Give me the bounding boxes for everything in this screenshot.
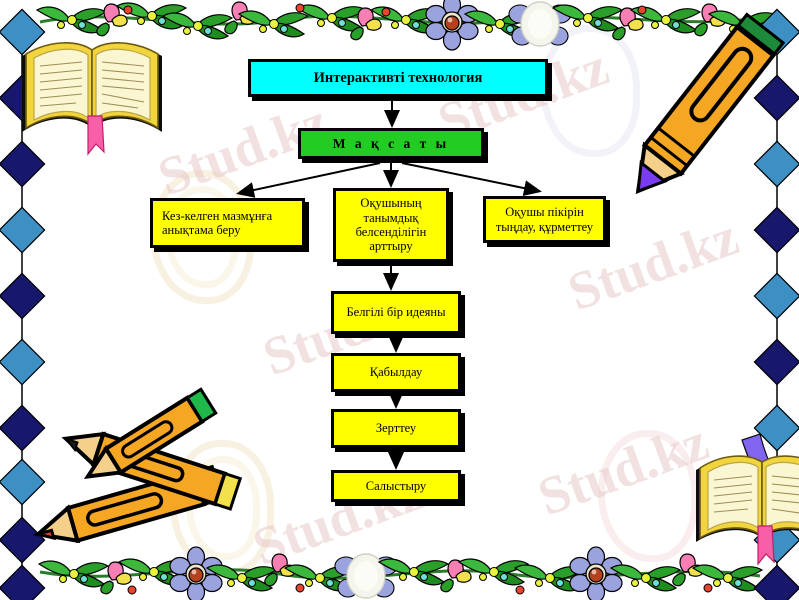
node-goal-label: М а қ с а т ы	[332, 135, 450, 151]
node-step-4: Салыстыру	[331, 470, 461, 502]
node-goal: М а қ с а т ы	[298, 128, 484, 159]
node-branch-2-label: Оқушының танымдық белсенділігін арттыру	[355, 196, 427, 254]
node-branch-3-label: Оқушы пікірін тыңдау, құрметтеу	[495, 205, 594, 234]
node-step-2: Қабылдау	[331, 353, 461, 392]
node-step-3: Зерттеу	[331, 409, 461, 448]
node-step-1: Белгілі бір идеяны	[331, 291, 461, 334]
node-branch-2: Оқушының танымдық белсенділігін арттыру	[333, 188, 449, 262]
node-title-label: Интерактивті технология	[313, 69, 483, 86]
node-step-4-label: Салыстыру	[365, 478, 427, 493]
node-branch-3: Оқушы пікірін тыңдау, құрметтеу	[483, 196, 606, 243]
node-step-1-label: Белгілі бір идеяны	[346, 305, 446, 320]
node-branch-1: Кез-келген мазмұнға анықтама беру	[150, 198, 305, 248]
node-branch-1-label: Кез-келген мазмұнға анықтама беру	[162, 208, 273, 237]
node-title: Интерактивті технология	[248, 59, 548, 97]
node-step-3-label: Зерттеу	[375, 421, 417, 436]
node-step-2-label: Қабылдау	[369, 365, 423, 380]
